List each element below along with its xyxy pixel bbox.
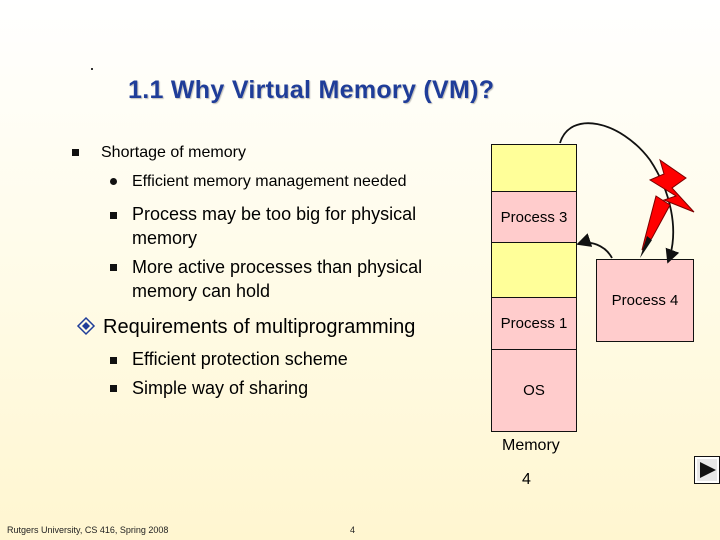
square-bullet-icon xyxy=(110,212,117,219)
square-bullet-icon xyxy=(110,357,117,364)
bullet-efficient-mm: Efficient memory management needed xyxy=(132,173,407,190)
bullet-more-processes-cont: memory can hold xyxy=(132,281,271,301)
footer-page-number: 4 xyxy=(350,525,356,535)
memory-process1-block: Process 1 xyxy=(491,297,577,350)
square-bullet-icon xyxy=(110,385,117,392)
slide-title: 1.1 Why Virtual Memory (VM)? xyxy=(128,76,495,104)
page-number: 4 xyxy=(522,471,531,488)
next-slide-button[interactable] xyxy=(694,456,720,484)
footer-course: Rutgers University, CS 416, Spring 2008 xyxy=(7,525,169,535)
memory-caption: Memory xyxy=(502,437,560,454)
bullet-process-too-big: Process may be too big for physical xyxy=(132,204,417,224)
square-bullet-icon xyxy=(110,264,117,271)
process4-label: Process 4 xyxy=(611,292,679,309)
process1-label: Process 1 xyxy=(500,315,568,332)
lightning-bolt-icon xyxy=(640,158,695,258)
memory-free-block xyxy=(491,144,577,192)
bullet-more-processes: More active processes than physical xyxy=(132,257,423,277)
square-bullet-icon xyxy=(72,149,79,156)
os-label: OS xyxy=(523,382,545,399)
bullet-multiprogramming: Requirements of multiprogramming xyxy=(103,316,416,338)
play-icon xyxy=(700,462,716,478)
bullet-shortage: Shortage of memory xyxy=(101,144,246,161)
decorative-dot xyxy=(91,68,93,70)
bullet-sharing: Simple way of sharing xyxy=(132,378,309,398)
process4-block: Process 4 xyxy=(596,259,694,342)
memory-process3-block: Process 3 xyxy=(491,191,577,243)
bullet-protection: Efficient protection scheme xyxy=(132,349,348,369)
bullet-process-too-big-cont: memory xyxy=(132,228,198,248)
process3-label: Process 3 xyxy=(500,208,568,226)
round-bullet-icon xyxy=(110,178,117,185)
memory-os-block: OS xyxy=(491,349,577,432)
